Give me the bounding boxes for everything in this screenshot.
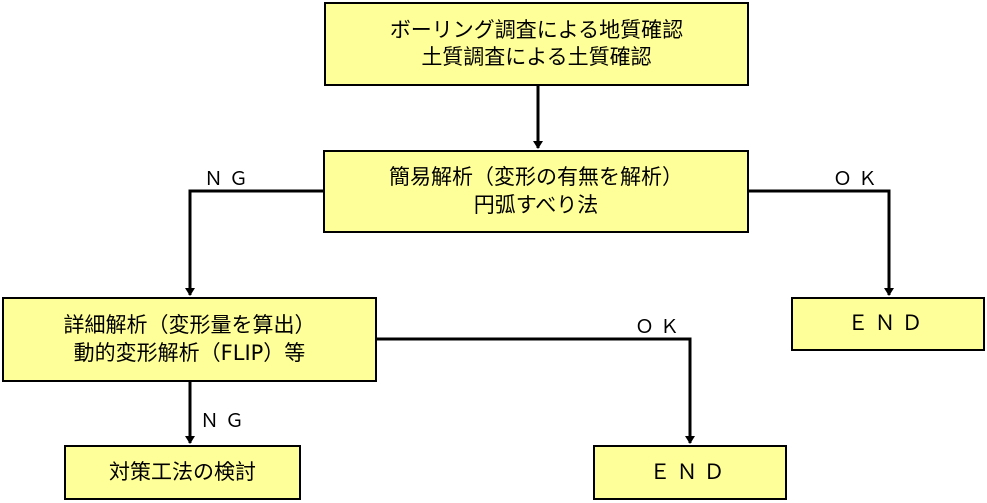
survey-box-line1: ボーリング調査による地質確認	[389, 17, 684, 42]
edge-label-simple-ng: ＮＧ	[204, 168, 255, 190]
arrow-detailed-ok-to-end	[377, 337, 695, 444]
detailed-analysis-line2: 動的変形解析（FLIP）等	[73, 340, 306, 365]
simple-analysis-line1: 簡易解析（変形の有無を解析）	[389, 165, 683, 190]
survey-box-line2: 土質調査による土質確認	[421, 45, 652, 69]
end-box-right: ＥＮＤ	[791, 297, 985, 351]
arrow-simple-ng-to-detailed	[185, 189, 323, 296]
edge-label-detailed-ng: ＮＧ	[200, 410, 251, 432]
detailed-analysis-box: 詳細解析（変形量を算出） 動的変形解析（FLIP）等	[2, 297, 377, 382]
simple-analysis-line2: 円弧すべり法	[473, 192, 599, 217]
edge-label-detailed-ok: ＯＫ	[635, 316, 686, 338]
countermeasure-label: 対策工法の検討	[109, 459, 256, 484]
survey-box: ボーリング調査による地質確認 土質調査による土質確認	[324, 2, 749, 86]
simple-analysis-box: 簡易解析（変形の有無を解析） 円弧すべり法	[323, 150, 749, 233]
detailed-analysis-line1: 詳細解析（変形量を算出）	[63, 313, 316, 338]
arrow-simple-ok-to-end	[749, 189, 894, 296]
end-box-middle: ＥＮＤ	[593, 445, 787, 500]
countermeasure-box: 対策工法の検討	[64, 445, 301, 500]
edge-label-simple-ok: ＯＫ	[833, 168, 884, 190]
end-right-label: ＥＮＤ	[847, 311, 929, 336]
end-middle-label: ＥＮＤ	[649, 459, 731, 484]
